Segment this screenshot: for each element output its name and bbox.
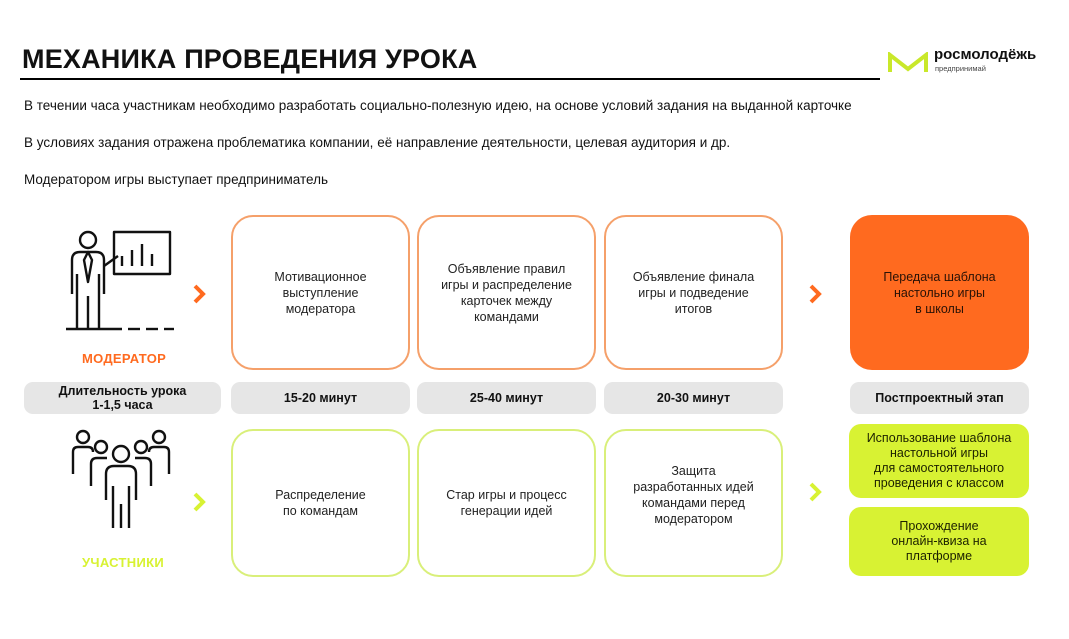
stage-2-duration: 25-40 минут [417,382,596,414]
stage-1-duration: 15-20 минут [231,382,410,414]
moderator-step-3: Объявление финала игры и подведение итог… [604,215,783,370]
chevron-right-icon [193,492,206,512]
moderator-label: МОДЕРАТОР [82,351,167,366]
chevron-right-icon [193,284,206,304]
participant-step-1: Распределение по командам [231,429,410,577]
logo-subtitle: предпринимай [935,64,986,73]
post-step-template-usage: Использование шаблона настольной игры дл… [849,424,1029,498]
participant-step-2: Стар игры и процесс генерации идей [417,429,596,577]
moderator-step-2: Объявление правил игры и распределение к… [417,215,596,370]
stage-3-duration: 20-30 минут [604,382,783,414]
intro-line-1: В течении часа участникам необходимо раз… [24,98,852,113]
chevron-right-icon [809,482,822,502]
group-of-people-icon [71,429,171,528]
title-underline [20,78,880,80]
logo-name: росмолодёжь [934,46,1037,63]
intro-line-3: Модератором игры выступает предпринимате… [24,172,329,187]
participant-step-3: Защита разработанных идей командами пере… [604,429,783,577]
presenter-icon [66,230,174,331]
post-step-online-quiz: Прохождение онлайн-квиза на платформе [849,507,1029,576]
rosmolodezh-logo-icon [888,52,928,72]
page-title: МЕХАНИКА ПРОВЕДЕНИЯ УРОКА [22,44,478,74]
intro-line-2: В условиях задания отражена проблематика… [24,135,731,150]
lesson-duration-pill: Длительность урока 1-1,5 часа [24,382,221,414]
participants-label: УЧАСТНИКИ [82,555,165,570]
moderator-final-step: Передача шаблона настольно игры в школы [850,215,1029,370]
chevron-right-icon [809,284,822,304]
moderator-step-1: Мотивационное выступление модератора [231,215,410,370]
post-project-stage: Постпроектный этап [850,382,1029,414]
